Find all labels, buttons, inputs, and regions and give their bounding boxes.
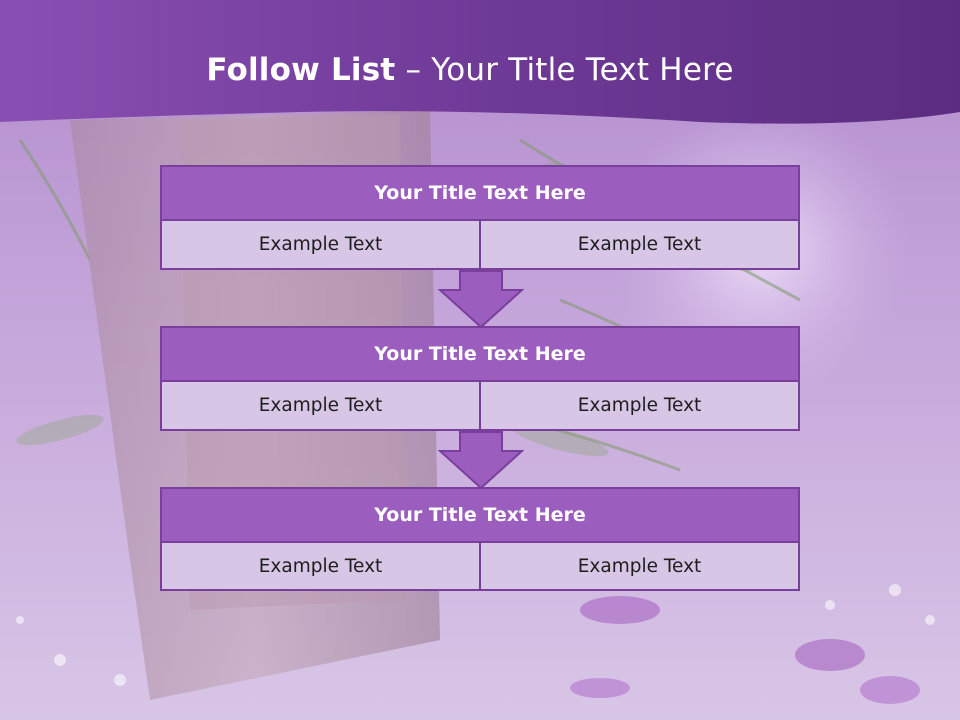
step-row: Example Text Example Text: [160, 543, 800, 591]
step-cell-right: Example Text: [481, 221, 800, 270]
step-title: Your Title Text Here: [160, 165, 800, 221]
slide-title-rest: – Your Title Text Here: [405, 52, 734, 88]
step-block-1: Your Title Text Here Example Text Exampl…: [160, 165, 800, 270]
down-arrow-icon: [438, 270, 524, 328]
step-block-3: Your Title Text Here Example Text Exampl…: [160, 487, 800, 591]
step-cell-right: Example Text: [481, 543, 800, 591]
step-cell-right: Example Text: [481, 382, 800, 431]
slide-title: Follow List – Your Title Text Here: [0, 52, 940, 88]
slide-title-bold: Follow List: [206, 52, 396, 88]
step-block-2: Your Title Text Here Example Text Exampl…: [160, 326, 800, 431]
step-title: Your Title Text Here: [160, 487, 800, 543]
step-cell-left: Example Text: [160, 221, 481, 270]
step-cell-left: Example Text: [160, 543, 481, 591]
step-row: Example Text Example Text: [160, 221, 800, 270]
step-title: Your Title Text Here: [160, 326, 800, 382]
down-arrow-icon: [438, 431, 524, 489]
step-cell-left: Example Text: [160, 382, 481, 431]
step-row: Example Text Example Text: [160, 382, 800, 431]
